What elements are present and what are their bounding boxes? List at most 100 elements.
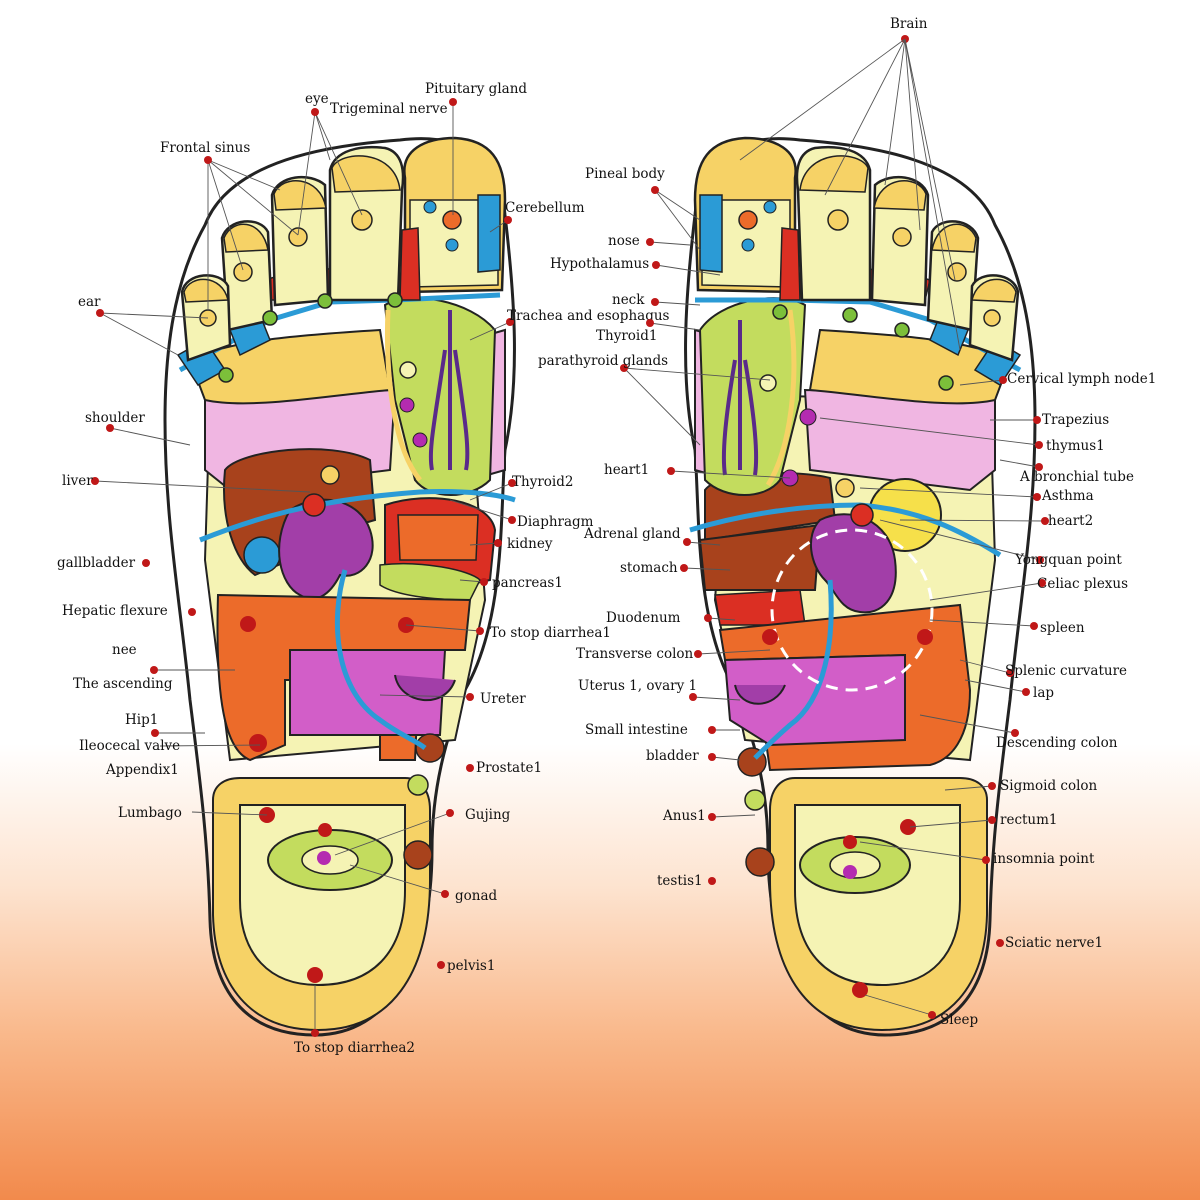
marker-pituitary [449, 98, 457, 106]
right-node-4 [772, 304, 788, 320]
marker-splenic [1006, 669, 1014, 677]
label-descending: Descending colon [996, 735, 1118, 751]
label-ureter: Ureter [480, 691, 526, 707]
marker-trachea-left [506, 318, 514, 326]
right-pineal-spot [738, 210, 758, 230]
label-gujing: Gujing [465, 807, 511, 823]
left-gallbladder [243, 536, 281, 574]
right-node-3 [842, 307, 858, 323]
label-heart1: heart1 [604, 462, 649, 478]
label-gallbladder: gallbladder [57, 555, 136, 571]
label-appendix: Appendix1 [105, 762, 179, 778]
label-sleep: Sleep [940, 1012, 978, 1028]
label-frontal-sinus: Frontal sinus [160, 140, 250, 156]
label-prostate: Prostate1 [476, 760, 542, 776]
marker-eye [311, 108, 319, 116]
marker-stop-diarrhea2 [311, 1029, 319, 1037]
marker-ear [96, 309, 104, 317]
marker-hip [151, 729, 159, 737]
left-toe-small-blue-2 [445, 238, 459, 252]
left-colon-spot-1 [240, 616, 256, 632]
right-heel-inner [794, 804, 961, 987]
left-heel-bottom-spot [307, 967, 323, 983]
right-asthma-spot [835, 478, 855, 498]
left-blue-diaphragm [199, 489, 516, 543]
label-neck: neck [612, 292, 645, 308]
right-toe-4-tip [931, 223, 977, 253]
marker-diaphragm [508, 516, 516, 524]
label-pineal: Pineal body [585, 166, 665, 182]
left-node-1 [218, 367, 234, 383]
left-bladder-arc [394, 674, 456, 702]
label-parathyroid: parathyroid glands [538, 353, 668, 369]
left-callouts: Pituitary gland eye Trigeminal nerve Fro… [57, 35, 909, 1056]
left-node-3 [317, 293, 333, 309]
right-yongquan-ring [770, 528, 934, 692]
left-foot [163, 136, 516, 1037]
right-leader-lines [623, 38, 1046, 1016]
label-stop-diarrhea1: To stop diarrhea1 [490, 625, 611, 641]
label-ileocecal: Ileocecal valve [79, 738, 180, 754]
label-lap: lap [1033, 685, 1054, 701]
right-toe-3-tip [873, 180, 927, 211]
left-green-band [379, 562, 481, 601]
marker-neck [651, 298, 659, 306]
marker-thyroid1 [646, 319, 654, 327]
marker-gujing [446, 809, 454, 817]
marker-celiac [1038, 579, 1046, 587]
right-node-1 [938, 375, 954, 391]
label-hypothalamus: Hypothalamus [550, 256, 649, 272]
label-stop-diarrhea2: To stop diarrhea2 [294, 1040, 415, 1056]
marker-descending [1011, 729, 1019, 737]
left-bladder [415, 733, 445, 763]
label-ascending: The ascending [73, 676, 173, 692]
left-big-toe-cerebellum [477, 194, 501, 273]
marker-cerebellum [504, 216, 512, 224]
marker-gallbladder [142, 559, 150, 567]
label-kidney: kidney [507, 536, 553, 552]
label-bronchial: A bronchial tube [1019, 469, 1134, 485]
label-uterus: Uterus 1, ovary 1 [578, 678, 697, 694]
marker-testis [708, 877, 716, 885]
right-big-toe-red [779, 227, 801, 301]
label-pituitary: Pituitary gland [425, 81, 527, 97]
label-sigmoid: Sigmoid colon [1000, 778, 1098, 794]
right-toe-4-spot [947, 262, 967, 282]
label-knee: nee [112, 642, 137, 658]
marker-duodenum [704, 614, 712, 622]
marker-pineal [651, 186, 659, 194]
label-pelvis: pelvis1 [447, 958, 495, 974]
marker-bladder [708, 753, 716, 761]
label-cerebellum: Cerebellum [505, 200, 585, 216]
marker-sciatic [996, 939, 1004, 947]
marker-pancreas [480, 578, 488, 586]
label-duodenum: Duodenum [606, 610, 681, 626]
marker-lap [1022, 688, 1030, 696]
left-trachea-lines [428, 310, 470, 471]
marker-rectum [988, 816, 996, 824]
left-purple-spot-2 [412, 432, 428, 448]
label-brain: Brain [890, 16, 928, 32]
label-celiac: Celiac plexus [1037, 576, 1128, 592]
left-toe-3-tip [273, 180, 327, 211]
marker-thymus [1035, 441, 1043, 449]
label-hip: Hip1 [125, 712, 158, 728]
left-liver-spot [320, 465, 340, 485]
left-toe-small-blue-1 [423, 200, 437, 214]
right-testis-zone [745, 847, 775, 877]
marker-sigmoid [988, 782, 996, 790]
right-heel-spot-2 [843, 835, 857, 849]
right-stomach-brown [698, 523, 822, 591]
left-prostate [407, 774, 429, 796]
right-uterus-arc [734, 684, 786, 705]
marker-sleep [928, 1011, 936, 1019]
marker-bronchial [1035, 463, 1043, 471]
left-diaphragm-spot [302, 493, 326, 517]
label-trapezius: Trapezius [1042, 412, 1109, 428]
marker-pelvis [437, 961, 445, 969]
label-heart2: heart2 [1048, 513, 1093, 529]
marker-gonad [441, 890, 449, 898]
marker-stomach [680, 564, 688, 572]
right-ureter [753, 579, 834, 760]
